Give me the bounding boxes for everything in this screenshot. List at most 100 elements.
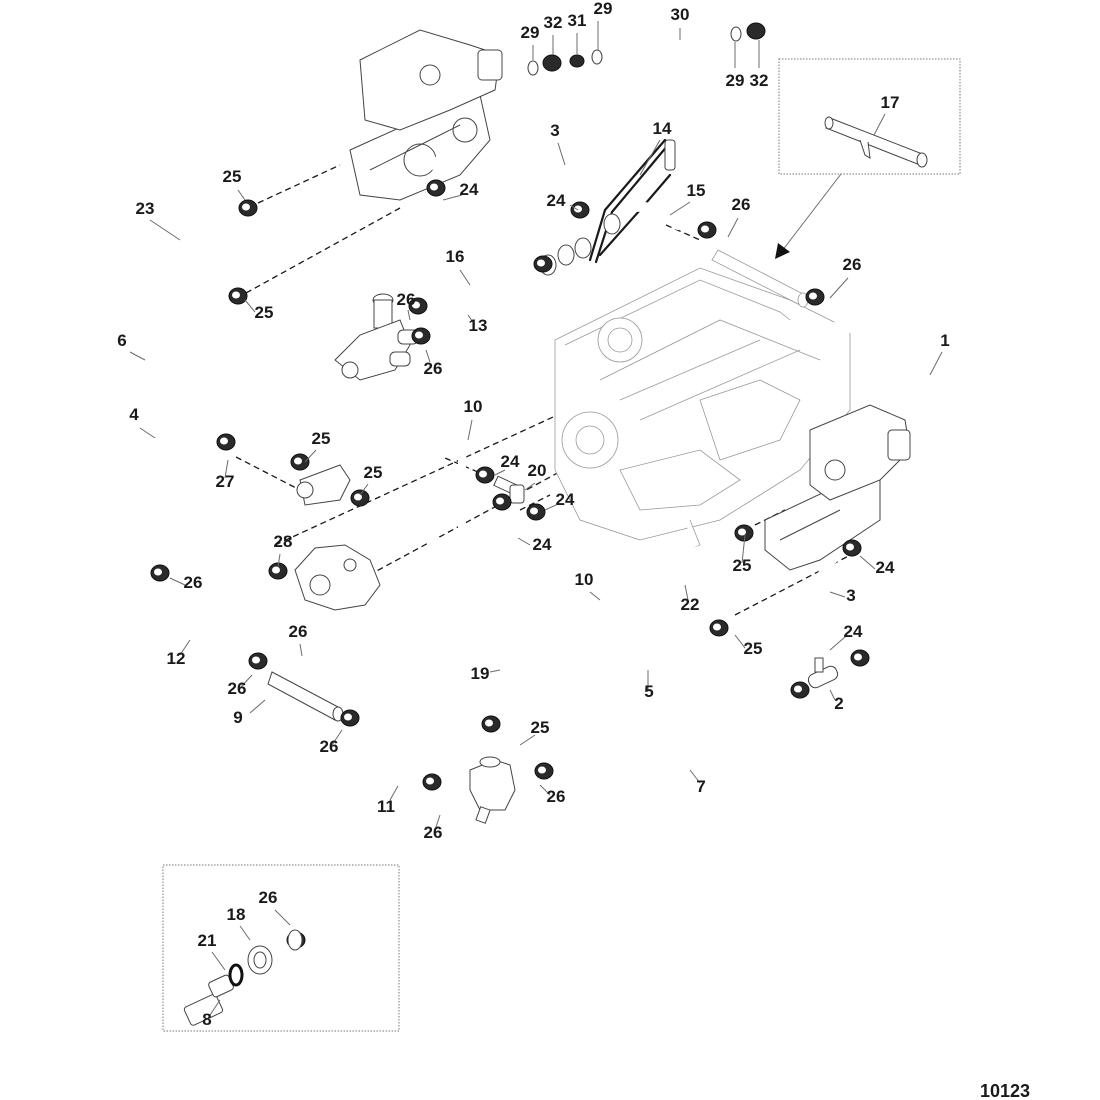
callout-2: 2 <box>834 694 843 713</box>
hose-13 <box>434 291 508 336</box>
callout-26: 26 <box>228 679 247 698</box>
callout-26: 26 <box>320 737 339 756</box>
elbow-fitting-20 <box>493 475 525 504</box>
plug-31 <box>569 54 585 68</box>
callout-10: 10 <box>464 397 483 416</box>
callout-25: 25 <box>531 718 550 737</box>
figure-number: 10123 <box>980 1081 1030 1100</box>
callout-29: 29 <box>521 23 540 42</box>
leader-line-26 <box>331 729 343 746</box>
leader-line-28 <box>277 553 281 568</box>
leader-line-3 <box>557 142 566 166</box>
hose-clamp-highlight <box>794 685 802 693</box>
thermostat-housing <box>334 293 419 381</box>
hose-clamp-highlight <box>479 470 487 478</box>
leader-line-12 <box>179 639 191 656</box>
inset-box-17 <box>778 58 961 175</box>
hose-clamp-highlight <box>537 259 545 267</box>
leader-line-15 <box>669 201 691 216</box>
leader-line-26 <box>539 784 551 796</box>
hose-clamp-highlight <box>242 203 250 211</box>
callout-26: 26 <box>732 195 751 214</box>
callout-26: 26 <box>424 359 443 378</box>
callout-13: 13 <box>469 316 488 335</box>
leader-line-26 <box>829 277 849 299</box>
tee-fitting-2 <box>807 657 839 689</box>
hose-30 <box>608 32 726 56</box>
leader-line-17 <box>873 113 886 136</box>
leader-line-24 <box>517 537 531 546</box>
inset-fitting-parts <box>183 929 303 1026</box>
callout-26: 26 <box>184 573 203 592</box>
thermostat-fitting <box>296 464 351 506</box>
engine-block <box>554 267 851 556</box>
callout-25: 25 <box>223 167 242 186</box>
hose-clamp-highlight <box>154 568 162 576</box>
leader-line-7 <box>689 769 701 784</box>
callout-25: 25 <box>733 556 752 575</box>
callout-29: 29 <box>594 0 613 18</box>
top-small-parts <box>527 22 766 76</box>
fitting-tube-9 <box>267 671 344 722</box>
callout-25: 25 <box>255 303 274 322</box>
hose-clamp-highlight <box>846 543 854 551</box>
leader-line-3 <box>829 591 846 598</box>
leader-line-10 <box>467 419 473 441</box>
hose-clamps <box>150 179 870 949</box>
hose-clamp-highlight <box>426 777 434 785</box>
hose-6 <box>132 302 301 468</box>
callout-27: 27 <box>216 472 235 491</box>
callout-9: 9 <box>233 708 242 727</box>
leader-line-26 <box>239 674 253 689</box>
leader-line-25 <box>734 634 746 649</box>
callout-25: 25 <box>364 463 383 482</box>
callout-6: 6 <box>117 331 126 350</box>
leader-line-13 <box>467 314 476 326</box>
inset-pointer-arrow <box>775 173 842 259</box>
hose-clamp-highlight <box>530 507 538 515</box>
callout-24: 24 <box>460 180 479 199</box>
callout-26: 26 <box>397 290 416 309</box>
hose-22 <box>543 510 735 568</box>
hose-clamp-highlight <box>272 566 280 574</box>
leader-line-2 <box>829 689 836 701</box>
hose-clamp-highlight <box>415 331 423 339</box>
hose-clamp-highlight <box>809 292 817 300</box>
leader-line-1 <box>929 351 943 376</box>
callout-4: 4 <box>129 405 139 424</box>
callout-24: 24 <box>556 490 575 509</box>
hose-11 <box>362 724 446 781</box>
hose-3-right <box>808 551 844 642</box>
callout-28: 28 <box>274 532 293 551</box>
clamp-29a <box>527 60 539 76</box>
callout-26: 26 <box>289 622 308 641</box>
hoses <box>132 32 965 936</box>
leader-line-25 <box>244 299 256 313</box>
leader-line-25 <box>359 483 369 496</box>
callout-31: 31 <box>568 11 587 30</box>
leader-line-8 <box>209 999 221 1016</box>
leader-line-26 <box>425 349 431 363</box>
callout-5: 5 <box>644 682 653 701</box>
hose-clamp-highlight <box>538 766 546 774</box>
hose-clamp-highlight <box>496 497 504 505</box>
hose-clamp-highlight <box>344 713 352 721</box>
leader-line-24 <box>569 204 579 211</box>
hose-clamp-highlight <box>220 437 228 445</box>
leader-line-25 <box>741 534 746 564</box>
leader-line-24 <box>829 636 846 651</box>
hose-clamp-highlight <box>485 719 493 727</box>
clamp-29b <box>591 49 603 65</box>
callout-7: 7 <box>696 777 705 796</box>
callout-14: 14 <box>653 119 672 138</box>
hose-clamp-highlight <box>252 656 260 664</box>
hose-clamp-highlight <box>412 301 420 309</box>
callout-1: 1 <box>940 331 949 350</box>
hose-15 <box>620 201 683 230</box>
callout-leaders <box>129 21 943 1016</box>
leader-line-9 <box>249 699 266 714</box>
callout-26: 26 <box>259 888 278 907</box>
hose-23 <box>135 191 446 461</box>
hose-7 <box>546 686 786 790</box>
